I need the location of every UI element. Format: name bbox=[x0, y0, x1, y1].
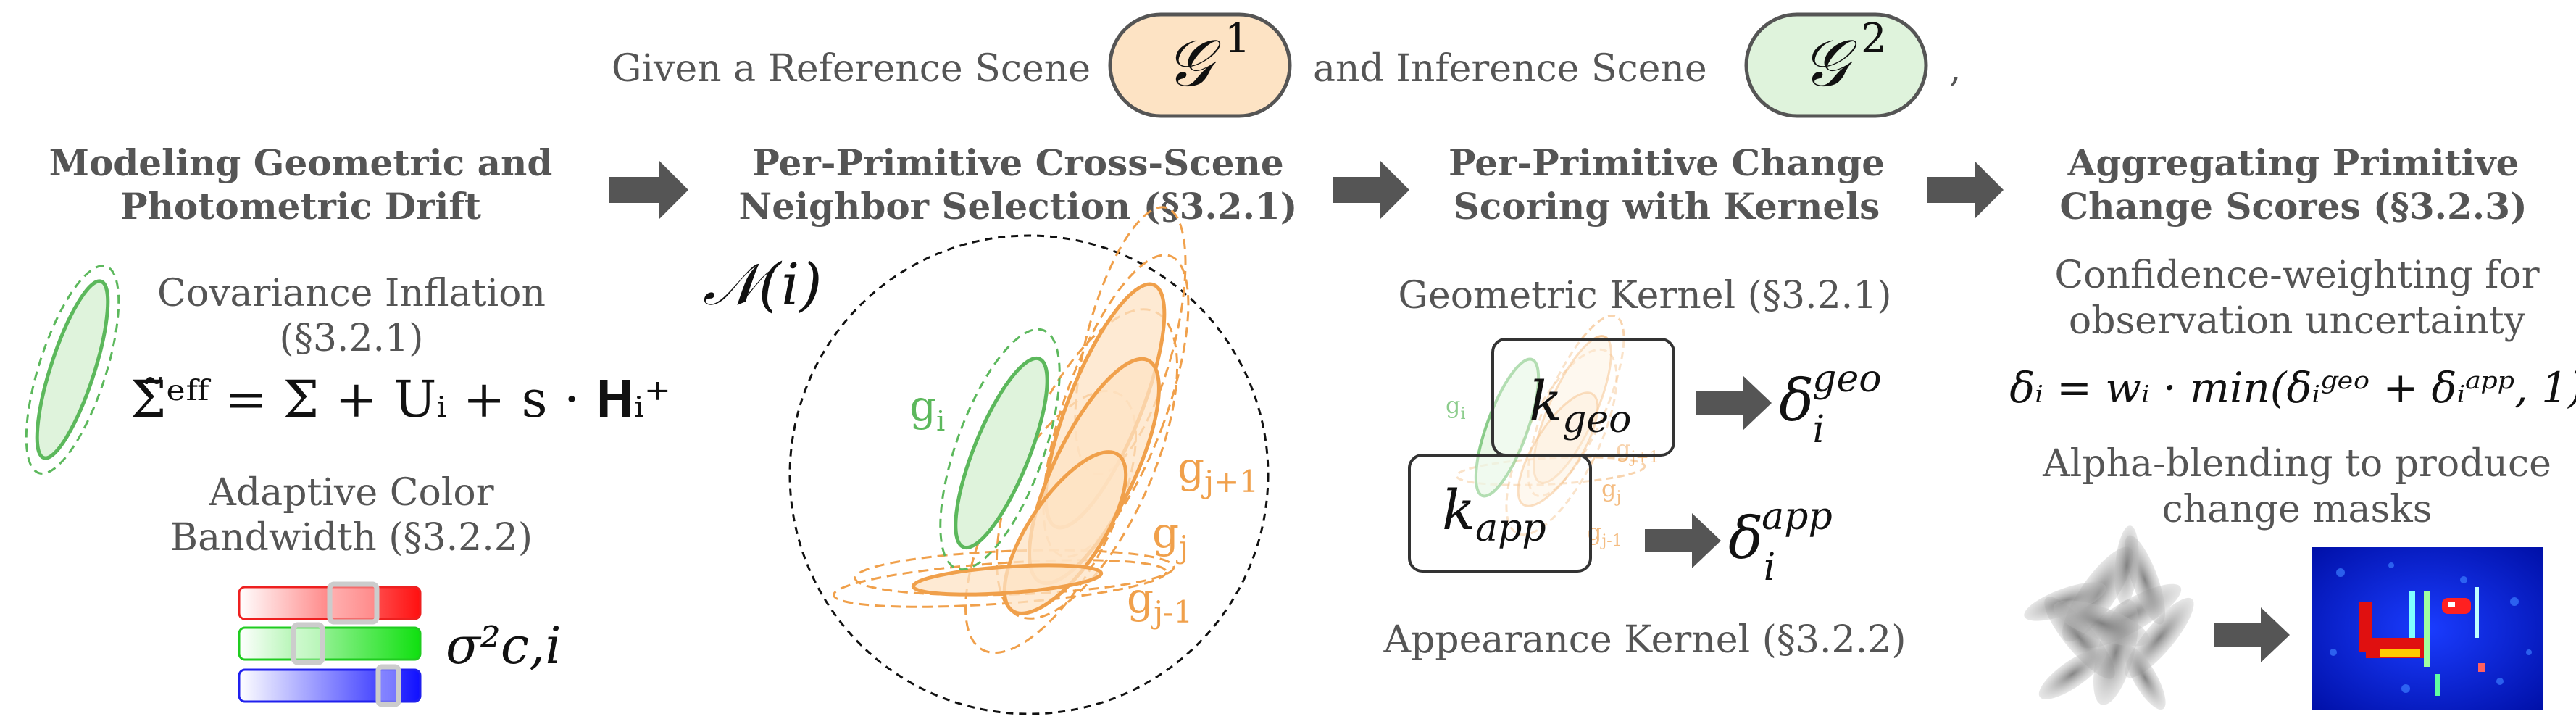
confidence-line1: Confidence-weighting for bbox=[2054, 254, 2539, 297]
query-ellipse bbox=[954, 356, 1049, 550]
panel-neighbor-selection: 𝒩(i) gi gj+1 gj gj-1 bbox=[703, 206, 1270, 715]
intro-line: Given a Reference Scene 𝒢 1 and Inferenc… bbox=[612, 12, 1962, 118]
neighborhood-circle bbox=[788, 234, 1270, 715]
inference-scene-pill bbox=[1744, 12, 1928, 118]
appearance-kernel-box bbox=[1408, 454, 1592, 573]
appearance-kernel-title: Appearance Kernel (§3.2.2) bbox=[1383, 618, 1906, 662]
green-bandwidth-handle bbox=[291, 622, 325, 665]
stage-headings: Modeling Geometric and Photometric Drift… bbox=[49, 141, 2527, 228]
neighborhood-label: 𝒩(i) bbox=[703, 251, 822, 318]
aggregation-formula: δᵢ = wᵢ · min(δᵢᵍᵉᵒ + δᵢᵃᵖᵖ, 1) bbox=[2009, 363, 2576, 412]
intro-middle: and Inference Scene bbox=[1313, 47, 1707, 91]
label-g-j-minus-1: gj-1 bbox=[1127, 573, 1193, 630]
kernel-faint-solid bbox=[1517, 335, 1612, 507]
small-label-g-j: gj bbox=[1601, 475, 1621, 507]
covariance-inflation-line2: (§3.2.1) bbox=[280, 317, 424, 360]
neighbor-ellipse-flat bbox=[911, 563, 1104, 597]
stage-3-line2: Scoring with Kernels bbox=[1454, 185, 1880, 228]
sigma-eff-formula: Σ̃ᵉᶠᶠ = Σ + Uᵢ + s · 𝐇ᵢ⁺ bbox=[130, 370, 671, 429]
red-bandwidth-handle bbox=[327, 581, 380, 625]
covariance-ellipse bbox=[35, 279, 110, 460]
blue-channel-bar bbox=[238, 668, 422, 703]
gaussian-blobs-image bbox=[2024, 525, 2194, 710]
arrow-stage-2-3-icon bbox=[1333, 161, 1409, 219]
arrow-blend-icon bbox=[2214, 607, 2290, 662]
stage-3-line1: Per-Primitive Change bbox=[1449, 141, 1885, 184]
reference-scene-sup: 1 bbox=[1225, 15, 1251, 62]
blue-bandwidth-handle bbox=[375, 664, 401, 707]
arrow-geo-icon bbox=[1696, 375, 1772, 431]
k-app-symbol: kapp bbox=[1442, 478, 1546, 550]
arrow-app-icon bbox=[1645, 513, 1721, 568]
stage-2-line2: Neighbor Selection (§3.2.1) bbox=[739, 185, 1298, 228]
kernel-faint-neighbors bbox=[1455, 315, 1646, 536]
stage-arrows bbox=[609, 161, 2004, 219]
panel-kernel-scoring: Geometric Kernel (§3.2.1) gi gj+1 gj gj-… bbox=[1383, 274, 1906, 662]
small-label-g-j-minus-1: gj-1 bbox=[1587, 518, 1622, 550]
intro-prefix: Given a Reference Scene bbox=[612, 47, 1091, 91]
stage-4-line1: Aggregating Primitive bbox=[2067, 141, 2519, 184]
alpha-blending-line2: change masks bbox=[2162, 488, 2433, 531]
stage-4-line2: Change Scores (§3.2.3) bbox=[2059, 185, 2527, 228]
covariance-inflation-line1: Covariance Inflation bbox=[157, 272, 546, 315]
inference-scene-sup: 2 bbox=[1861, 15, 1887, 62]
arrow-stage-1-2-icon bbox=[609, 161, 688, 219]
change-mask-heatmap bbox=[2312, 547, 2543, 710]
reference-scene-pill bbox=[1108, 12, 1292, 118]
sigma-c-formula: σ²c,i bbox=[446, 616, 562, 676]
adaptive-color-line1: Adaptive Color bbox=[208, 471, 493, 515]
k-geo-symbol: kgeo bbox=[1529, 369, 1631, 441]
intro-suffix: , bbox=[1949, 47, 1962, 91]
stage-1-line1: Modeling Geometric and bbox=[49, 141, 553, 184]
panel-modeling-drift: Covariance Inflation (§3.2.1) Σ̃ᵉᶠᶠ = Σ … bbox=[25, 265, 671, 707]
arrow-stage-3-4-icon bbox=[1927, 161, 2004, 219]
kernel-faint-query bbox=[1474, 357, 1541, 498]
stage-2-line1: Per-Primitive Cross-Scene bbox=[752, 141, 1283, 184]
small-label-g-i: gi bbox=[1446, 391, 1466, 423]
label-g-i: gi bbox=[909, 381, 945, 437]
confidence-line2: observation uncertainty bbox=[2069, 299, 2526, 343]
alpha-blending-line1: Alpha-blending to produce bbox=[2042, 442, 2551, 486]
green-channel-bar bbox=[238, 626, 422, 661]
panel-aggregation: Confidence-weighting for observation unc… bbox=[2009, 254, 2576, 710]
inflated-covariance-ellipse bbox=[25, 265, 120, 475]
color-bandwidth-sliders bbox=[238, 581, 422, 707]
neighbor-ellipses-solid bbox=[911, 282, 1167, 615]
stage-1-line2: Photometric Drift bbox=[120, 185, 481, 228]
label-g-j-plus-1: gj+1 bbox=[1177, 443, 1259, 499]
label-g-j: gj bbox=[1152, 508, 1188, 565]
query-ellipse-inflated bbox=[939, 328, 1061, 571]
adaptive-color-line2: Bandwidth (§3.2.2) bbox=[170, 516, 533, 560]
geometric-kernel-title: Geometric Kernel (§3.2.1) bbox=[1398, 274, 1891, 317]
